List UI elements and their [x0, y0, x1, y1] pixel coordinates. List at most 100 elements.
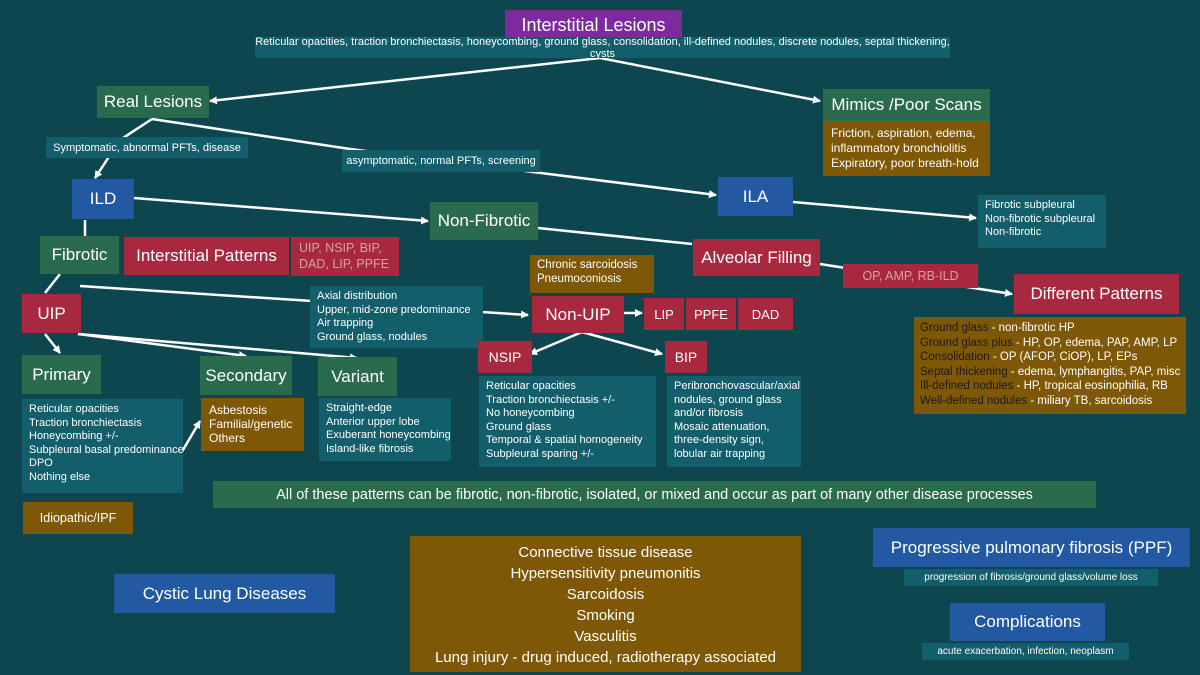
mimics-list: Friction, aspiration, edema, inflammator… [823, 121, 990, 176]
alveolar-filling-box: Alveolar Filling [693, 239, 820, 276]
different-patterns-box: Different Patterns [1014, 274, 1179, 314]
disease-item: Lung injury - drug induced, radiotherapy… [434, 649, 777, 666]
arrow-title-to-real [209, 56, 601, 105]
arrow-uip-to-primary [44, 333, 61, 354]
bip-item: three-density sign, [674, 434, 764, 447]
title-box: Interstitial Lesions [505, 10, 682, 40]
asymptomatic-text: asymptomatic, normal PFTs, screening [346, 155, 536, 167]
pattern-text: - OP (AFOP, CiOP), LP, EPs [989, 351, 1138, 364]
variant-item: Straight-edge [326, 402, 393, 414]
title-text: Interstitial Lesions [521, 14, 666, 35]
arrow-nonfibrotic-to-alveolar [537, 226, 693, 246]
primary-item: Reticular opacities [29, 403, 119, 415]
disease-item: Sarcoidosis [566, 586, 645, 603]
pattern-row: Well-defined nodules - miliary TB, sarco… [920, 394, 1180, 409]
primary-item: Nothing else [29, 470, 91, 483]
arrow-nonuip-to-nsip [529, 330, 583, 356]
complications-sub: acute exacerbation, infection, neoplasm [937, 646, 1114, 657]
different-patterns-title: Different Patterns [1030, 284, 1163, 303]
pattern-label: Well-defined nodules [920, 394, 1028, 407]
diseases-box: Connective tissue disease Hypersensitivi… [410, 536, 801, 672]
interstitial-patterns-box: Interstitial Patterns [124, 237, 289, 275]
disease-item: Hypersensitivity pneumonitis [510, 565, 701, 582]
uip-features-list: Axial distribution Upper, mid-zone predo… [310, 286, 483, 348]
variant-item: Exuberant honeycombing [326, 429, 451, 442]
pattern-label: Ill-defined nodules [920, 380, 1014, 393]
ppf-sub: progression of fibrosis/ground glass/vol… [924, 572, 1138, 583]
arrow-uip-to-variant [77, 332, 358, 362]
bip-item: Mosaic attenuation, [674, 420, 770, 433]
chronic-item: Chronic sarcoidosis [537, 259, 638, 271]
pattern-label: Ground glass plus [920, 336, 1013, 349]
nsip-title: NSIP [488, 349, 522, 365]
disease-item: Vasculitis [574, 628, 637, 645]
pattern-row: Ground glass - non-fibrotic HP [920, 321, 1180, 336]
mimics-box: Mimics /Poor Scans [823, 89, 990, 121]
ppfe-box: PPFE [686, 298, 736, 330]
variant-item: Anterior upper lobe [326, 415, 420, 428]
arrow-nonuip-to-bip [581, 330, 663, 357]
pattern-row: Ground glass plus - HP, OP, edema, PAP, … [920, 336, 1180, 351]
fibrotic-box: Fibrotic [40, 236, 119, 274]
complications-box: Complications [950, 603, 1105, 641]
ila-item: Non-fibrotic subpleural [985, 212, 1096, 225]
bip-title: BIP [674, 349, 698, 365]
alveolar-filling-items: OP, AMP, RB-ILD [862, 269, 959, 283]
pattern-text: - non-fibrotic HP [988, 322, 1075, 334]
arrow-real-to-ila [151, 117, 717, 199]
bip-item: nodules, ground glass [674, 393, 782, 406]
uip-feature: Ground glass, nodules [317, 330, 428, 343]
nsip-item: Reticular opacities [486, 380, 576, 392]
asymptomatic-box: asymptomatic, normal PFTs, screening [342, 150, 540, 172]
nsip-item: Temporal & spatial homogeneity [486, 434, 643, 447]
ila-list: Fibrotic subpleural Non-fibrotic subpleu… [978, 195, 1106, 248]
real-lesions-text: Real Lesions [103, 92, 203, 111]
subtitle-text: Reticular opacities, traction bronchiect… [255, 35, 950, 60]
chronic-box: Chronic sarcoidosis Pneumoconiosis [530, 255, 654, 293]
ppfe-text: PPFE [694, 306, 728, 322]
mimics-item: inflammatory bronchiolitis [831, 141, 967, 155]
nsip-item: No honeycombing [486, 407, 575, 420]
arrow-primary-to-secondary [178, 420, 202, 456]
secondary-box: Secondary [200, 356, 292, 395]
non-uip-box: Non-UIP [532, 296, 624, 333]
ild-box: ILD [72, 179, 134, 219]
pattern-item: UIP, NSIP, BIP, [299, 241, 382, 255]
complications-title: Complications [974, 612, 1081, 631]
dad-text: DAD [751, 306, 780, 322]
ila-title: ILA [742, 186, 769, 206]
non-fibrotic-text: Non-Fibrotic [437, 211, 531, 230]
ild-text: ILD [89, 189, 117, 208]
secondary-item: Asbestosis [209, 403, 268, 417]
real-lesions-box: Real Lesions [97, 86, 209, 118]
pattern-text: - miliary TB, sarcoidosis [1027, 394, 1153, 407]
pattern-label: Consolidation [920, 351, 990, 364]
alveolar-filling-title: Alveolar Filling [701, 247, 812, 267]
idiopathic-box: Idiopathic/IPF [23, 502, 133, 534]
primary-item: Honeycombing +/- [29, 430, 119, 443]
mimics-item: Expiratory, poor breath-hold [831, 156, 979, 170]
ila-box: ILA [718, 177, 793, 216]
variant-box: Variant [318, 357, 397, 396]
ila-item: Fibrotic subpleural [985, 199, 1075, 211]
bip-item: lobular air trapping [674, 447, 766, 460]
symptomatic-text: Symptomatic, abnormal PFTs, disease [53, 141, 241, 154]
pattern-row: Consolidation - OP (AFOP, CiOP), LP, EPs [920, 350, 1180, 365]
secondary-item: Familial/genetic [209, 417, 293, 431]
nsip-item: Traction bronchiectasis +/- [486, 393, 615, 406]
lip-text: LIP [654, 306, 674, 322]
variant-title: Variant [331, 366, 384, 386]
pattern-text: - HP, tropical eosinophilia, RB [1013, 380, 1168, 393]
all-patterns-note: All of these patterns can be fibrotic, n… [213, 481, 1096, 508]
ppf-title: Progressive pulmonary fibrosis (PPF) [890, 537, 1173, 557]
nsip-item: Subpleural sparing +/- [486, 447, 594, 460]
disease-item: Smoking [576, 607, 635, 624]
non-uip-text: Non-UIP [545, 304, 611, 324]
primary-item: DPO [29, 457, 53, 470]
pattern-label: Ground glass [920, 322, 989, 334]
pattern-row: Septal thickening - edema, lymphangitis,… [920, 365, 1180, 380]
mimics-title: Mimics /Poor Scans [831, 95, 982, 114]
fibrotic-text: Fibrotic [51, 245, 108, 264]
variant-item: Island-like fibrosis [326, 442, 414, 455]
